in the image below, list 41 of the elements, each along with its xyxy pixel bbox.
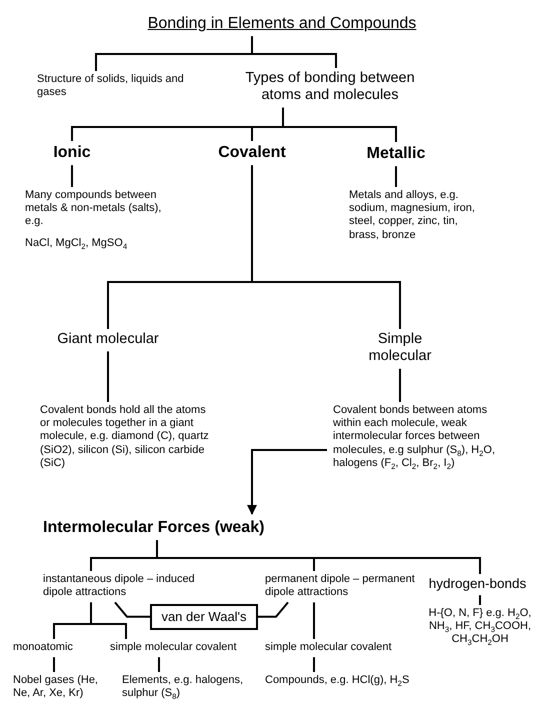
force-type-label: instantaneous dipole – induced dipole attractions xyxy=(43,573,196,600)
force-type-label: hydrogen-bonds xyxy=(428,576,528,592)
connector-line xyxy=(282,108,397,142)
substance-type-label: simple molecular covalent xyxy=(265,641,393,654)
connector-line xyxy=(71,165,73,187)
example-text: Elements, e.g. halogens, sulphur (S$_{8}$) xyxy=(122,674,244,700)
example-text: H-{O, N, F} e.g. H$_{2}$O, NH$_{3}$, HF, CH$_{3}$COOH, CH$_{3}$CH$_{2}$OH xyxy=(428,607,532,647)
topic-label: Types of bonding between atoms and molecules xyxy=(244,70,416,105)
example-text: Compounds, e.g. HCl(g), H$_{2}$S xyxy=(265,674,410,688)
connector-line xyxy=(158,657,160,672)
connector-line xyxy=(313,602,315,639)
description-text: NaCl, MgCl$_{2}$, MgSO$_{4}$ xyxy=(25,236,128,250)
category-heading: Ionic xyxy=(52,143,92,162)
label-box: van der Waal's xyxy=(150,604,258,630)
connector-line xyxy=(395,166,397,187)
connector-line xyxy=(313,657,315,672)
substance-type-label: simple molecular covalent xyxy=(110,641,238,654)
subcategory-heading: Simple molecular xyxy=(368,331,432,366)
substance-type-label: monoatomic xyxy=(13,641,74,654)
heading: Bonding in Elements and Compounds xyxy=(146,14,418,34)
connector-line xyxy=(53,657,55,672)
connector-line xyxy=(399,368,401,402)
connector-line xyxy=(90,602,127,639)
connector-line xyxy=(107,351,109,402)
description-text: Metals and alloys, e.g. sodium, magnesium, iron, steel, copper, zinc, tin, brass, bronze xyxy=(349,189,476,242)
connector-line xyxy=(114,602,150,618)
topic-label: Structure of solids, liquids and gases xyxy=(37,73,185,100)
description-text: Covalent bonds between atoms within each molecule, weak intermolecular forces between molecules, e.g sulphur (S$_{8}$), H$_{2}$O, halogens (F$_{2}$, Cl$_{2}$, Br$_{2}$, I$_{2}$) xyxy=(333,404,496,470)
connector-line xyxy=(251,36,337,68)
example-text: Nobel gases (He, Ne, Ar, Xe, Kr) xyxy=(13,674,99,700)
category-heading: Covalent xyxy=(217,143,287,162)
category-heading: Metallic xyxy=(366,144,426,164)
subcategory-heading: Giant molecular xyxy=(56,331,160,348)
connector-line xyxy=(258,602,289,618)
section-heading: Intermolecular Forces (weak) xyxy=(43,518,266,538)
connector-line xyxy=(251,165,401,329)
arrow xyxy=(247,449,327,515)
connector-line xyxy=(479,595,481,605)
connector-line xyxy=(156,540,481,574)
description-text: Covalent bonds hold all the atoms or molecules together in a giant molecule, e.g. diamond (C), quartz (SiO2), silicon (Si), silicon carbide (SiC) xyxy=(40,404,210,470)
description-text: Many compounds between metals & non-metals (salts), e.g. xyxy=(25,189,162,229)
